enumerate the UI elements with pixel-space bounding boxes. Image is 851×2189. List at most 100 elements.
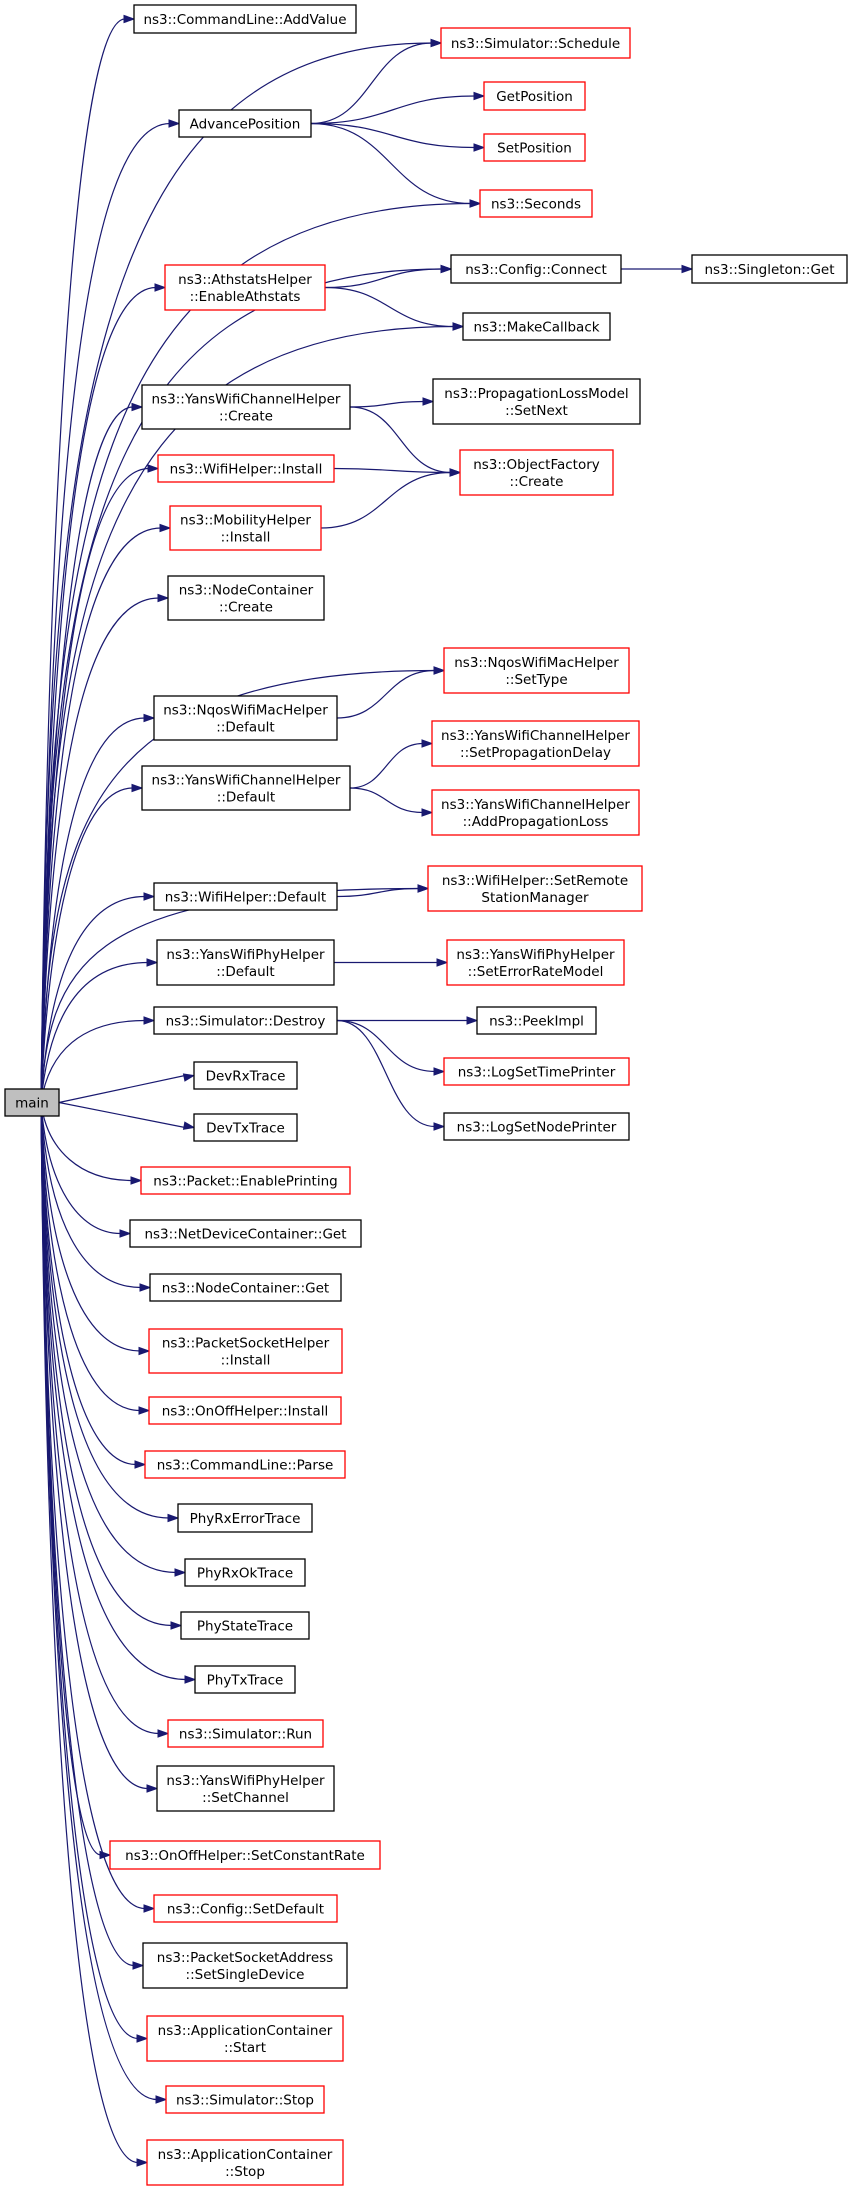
node-onoffInstall[interactable]: ns3::OnOffHelper::Install	[148, 1396, 342, 1425]
edge-main-to-onoffInstall	[40, 1102, 151, 1415]
node-box	[141, 765, 351, 811]
edge-line	[349, 400, 425, 408]
edge-line	[40, 1102, 141, 1412]
node-label: ns3::NqosWifiMacHelper	[163, 703, 328, 719]
node-label: ns3::NetDeviceContainer::Get	[144, 1227, 346, 1243]
arrowhead-icon	[170, 1621, 183, 1630]
node-objCreate[interactable]: ns3::ObjectFactory::Create	[459, 449, 614, 496]
edge-line	[58, 1074, 186, 1104]
node-seconds[interactable]: ns3::Seconds	[479, 189, 593, 218]
node-box	[443, 647, 630, 694]
node-setPropDelay[interactable]: ns3::YansWifiChannelHelper::SetPropagati…	[431, 720, 640, 767]
arrowhead-icon	[134, 1460, 147, 1469]
edge-advance-to-schedule	[310, 38, 443, 125]
node-cfgSetDef[interactable]: ns3::Config::SetDefault	[153, 1894, 338, 1923]
edge-line	[40, 1102, 141, 1352]
node-box	[180, 1611, 310, 1640]
node-label: ns3::MakeCallback	[473, 320, 599, 336]
arrowhead-icon	[136, 2034, 149, 2043]
node-wifiInstall[interactable]: ns3::WifiHelper::Install	[157, 454, 335, 483]
arrowhead-icon	[147, 464, 160, 473]
node-box	[483, 133, 586, 162]
node-addPropLoss[interactable]: ns3::YansWifiChannelHelper::AddPropagati…	[431, 789, 640, 836]
edge-line	[349, 406, 452, 474]
edge-destroy-to-peek	[336, 1016, 479, 1025]
node-enablePrint[interactable]: ns3::Packet::EnablePrinting	[140, 1166, 351, 1195]
node-label: PhyTxTrace	[207, 1673, 284, 1689]
node-label: DevTxTrace	[206, 1121, 285, 1137]
node-label: PhyRxOkTrace	[197, 1566, 293, 1582]
edge-line	[40, 286, 157, 1103]
node-simRun[interactable]: ns3::Simulator::Run	[167, 1719, 324, 1748]
arrowhead-icon	[154, 283, 167, 292]
node-label: ns3::WifiHelper::SetRemote	[442, 873, 628, 889]
edge-line	[40, 787, 134, 1103]
node-schedule[interactable]: ns3::Simulator::Schedule	[440, 27, 631, 59]
node-label: ::SetType	[505, 672, 567, 688]
arrowhead-icon	[136, 2158, 149, 2167]
node-label: ns3::PropagationLossModel	[444, 386, 628, 402]
node-advance: AdvancePosition	[178, 109, 312, 138]
edge-line	[40, 527, 162, 1103]
node-appStop[interactable]: ns3::ApplicationContainer::Stop	[146, 2139, 344, 2186]
node-peek: ns3::PeekImpl	[476, 1006, 597, 1035]
arrowhead-icon	[157, 593, 170, 603]
arrowhead-icon	[131, 402, 144, 412]
node-label: ns3::ApplicationContainer	[158, 2023, 333, 2039]
arrowhead-icon	[99, 1850, 112, 1860]
node-logTime[interactable]: ns3::LogSetTimePrinter	[443, 1057, 630, 1086]
node-getpos[interactable]: GetPosition	[483, 81, 586, 111]
node-cmdParse[interactable]: ns3::CommandLine::Parse	[144, 1450, 346, 1479]
node-nodeCreate: ns3::NodeContainer::Create	[167, 575, 325, 621]
node-label: ns3::CommandLine::AddValue	[143, 12, 346, 28]
edge-line	[40, 467, 150, 1103]
edge-line	[40, 122, 171, 1103]
edge-line	[336, 1019, 436, 1073]
node-label: ::Default	[216, 720, 274, 736]
arrowhead-icon	[182, 1121, 196, 1130]
node-nqosSetType[interactable]: ns3::NqosWifiMacHelper::SetType	[443, 647, 630, 694]
arrowhead-icon	[430, 38, 443, 48]
edge-connect-to-singleton	[621, 264, 694, 274]
node-wifiDefault: ns3::WifiHelper::Default	[153, 882, 338, 911]
node-phyRxErr: PhyRxErrorTrace	[177, 1503, 313, 1533]
node-label: ::Install	[221, 530, 271, 546]
edge-main-to-phyRxOk	[40, 1102, 187, 1577]
node-box	[459, 449, 614, 496]
node-box	[148, 1328, 343, 1374]
edge-line	[40, 1102, 133, 1182]
arrowhead-icon	[174, 1568, 187, 1577]
node-box	[483, 81, 586, 111]
edge-main-to-athstats	[40, 283, 167, 1103]
node-psaSingle: ns3::PacketSocketAddress::SetSingleDevic…	[142, 1942, 348, 1989]
node-simStop[interactable]: ns3::Simulator::Stop	[165, 2085, 325, 2114]
node-label: ns3::Config::Connect	[465, 262, 607, 278]
node-setConstRate[interactable]: ns3::OnOffHelper::SetConstantRate	[109, 1840, 381, 1870]
edge-advance-to-seconds	[310, 122, 482, 208]
arrowhead-icon	[182, 1073, 196, 1082]
node-appStart[interactable]: ns3::ApplicationContainer::Start	[146, 2015, 344, 2062]
node-label: ::SetErrorRateModel	[468, 964, 604, 980]
edge-main-to-psInstall	[40, 1102, 151, 1356]
edge-line	[40, 1102, 137, 1466]
node-setErrRate[interactable]: ns3::YansWifiPhyHelper::SetErrorRateMode…	[446, 939, 625, 986]
node-athstats[interactable]: ns3::AthstatsHelper::EnableAthstats	[164, 264, 326, 311]
node-setpos[interactable]: SetPosition	[483, 133, 586, 162]
node-box	[167, 1719, 324, 1748]
node-label: ns3::YansWifiChannelHelper	[152, 392, 341, 408]
arrowhead-icon	[132, 1961, 145, 1970]
arrowhead-icon	[157, 1729, 170, 1738]
node-label: ::Install	[221, 1353, 271, 1369]
node-label: ::SetChannel	[202, 1790, 289, 1806]
arrowhead-icon	[433, 1122, 446, 1131]
edge-line	[40, 1102, 142, 1289]
arrowhead-icon	[421, 808, 434, 817]
node-mobInstall[interactable]: ns3::MobilityHelper::Install	[169, 505, 322, 551]
arrowhead-icon	[436, 958, 449, 967]
node-psInstall[interactable]: ns3::PacketSocketHelper::Install	[148, 1328, 343, 1374]
node-label: ns3::LogSetNodePrinter	[457, 1120, 617, 1136]
edge-line	[310, 42, 433, 125]
node-phyTx: PhyTxTrace	[194, 1665, 296, 1694]
